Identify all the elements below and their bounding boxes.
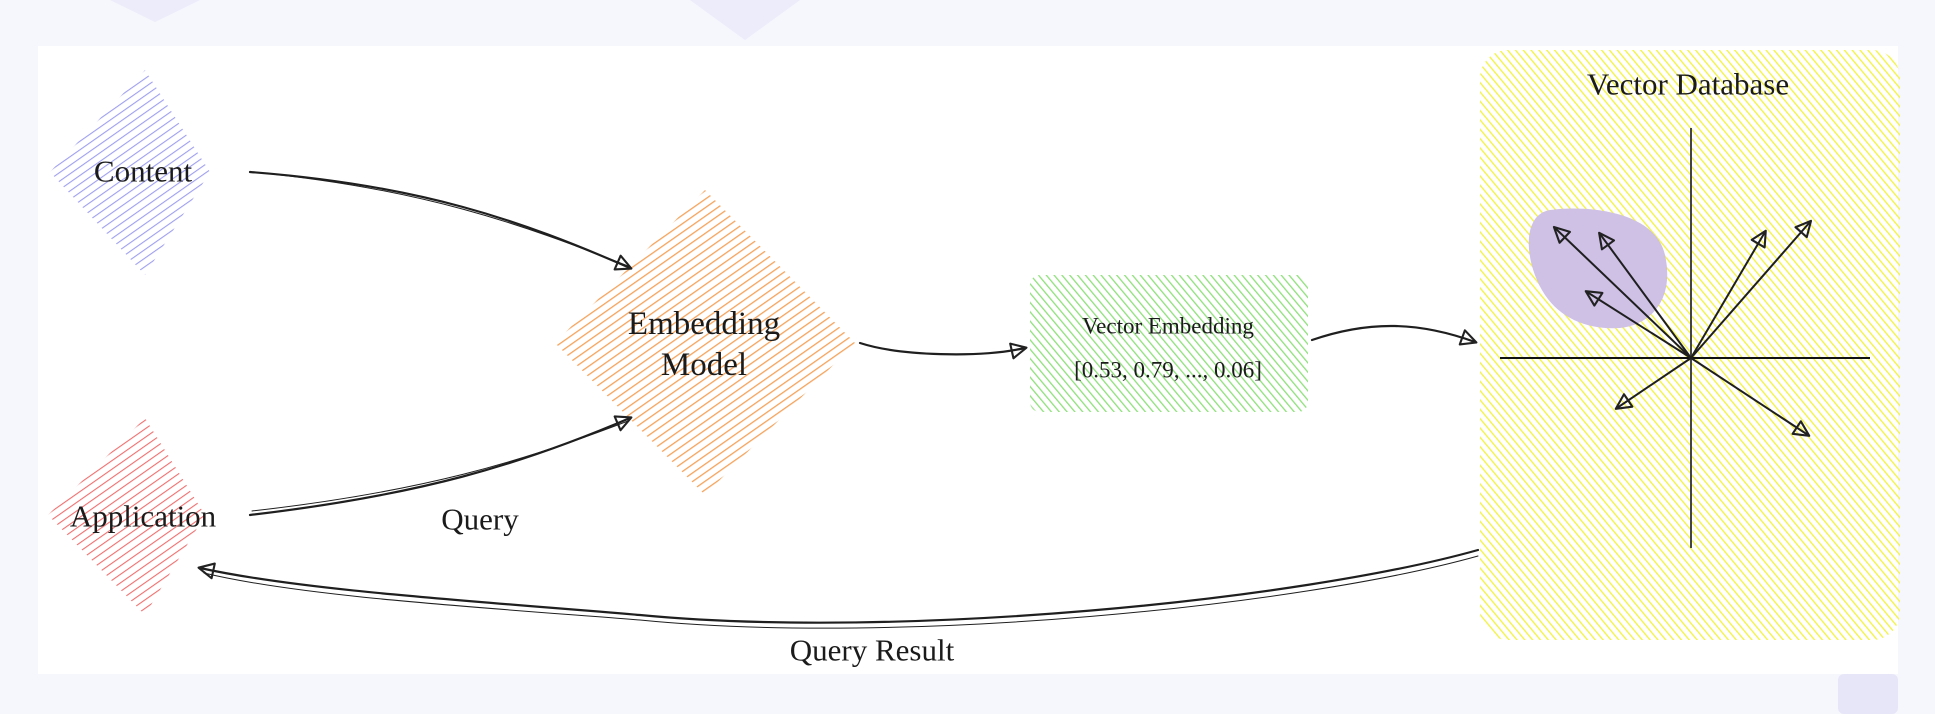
query-result-edge-label: Query Result [789,632,955,668]
background-decoration [110,0,200,22]
vector-arrow [1690,219,1813,359]
embedding-to-vector-arrow [858,341,1028,360]
database-to-application-arrow [197,548,1480,624]
database-to-application-arrow-sketch [203,555,1479,629]
embedding-model-node-label: Embedding Model [628,304,780,387]
vector-embedding-node-shape[interactable] [1030,275,1308,412]
vector-arrows [1552,219,1813,437]
background-decoration [1838,674,1898,714]
vector-arrow [1614,357,1692,410]
vector-arrow [1598,231,1692,359]
background-decoration [690,0,800,40]
vector-database-title: Vector Database [1586,66,1790,102]
embedding-model-label-line2: Model [660,347,748,383]
vector-embedding-title: Vector Embedding [1082,313,1254,339]
vector-arrow [1690,357,1811,437]
application-node-shape[interactable] [48,418,205,615]
vector-embedding-value: [0.53, 0.79, ..., 0.06] [1074,357,1262,383]
content-node-label: Content [93,153,193,189]
vector-arrow [1552,225,1692,359]
query-edge-label: Query [441,501,519,537]
embedding-model-label-line1: Embedding [627,305,781,342]
vector-arrow [1690,229,1767,359]
vector-arrow [1584,290,1692,359]
vector-to-database-arrow [1310,324,1478,346]
application-to-embedding-arrow [248,415,633,517]
content-to-embedding-arrow-sketch [251,171,629,267]
content-node-shape[interactable] [50,70,210,275]
application-to-embedding-arrow-sketch [251,420,629,512]
application-node-label: Application [69,498,217,534]
